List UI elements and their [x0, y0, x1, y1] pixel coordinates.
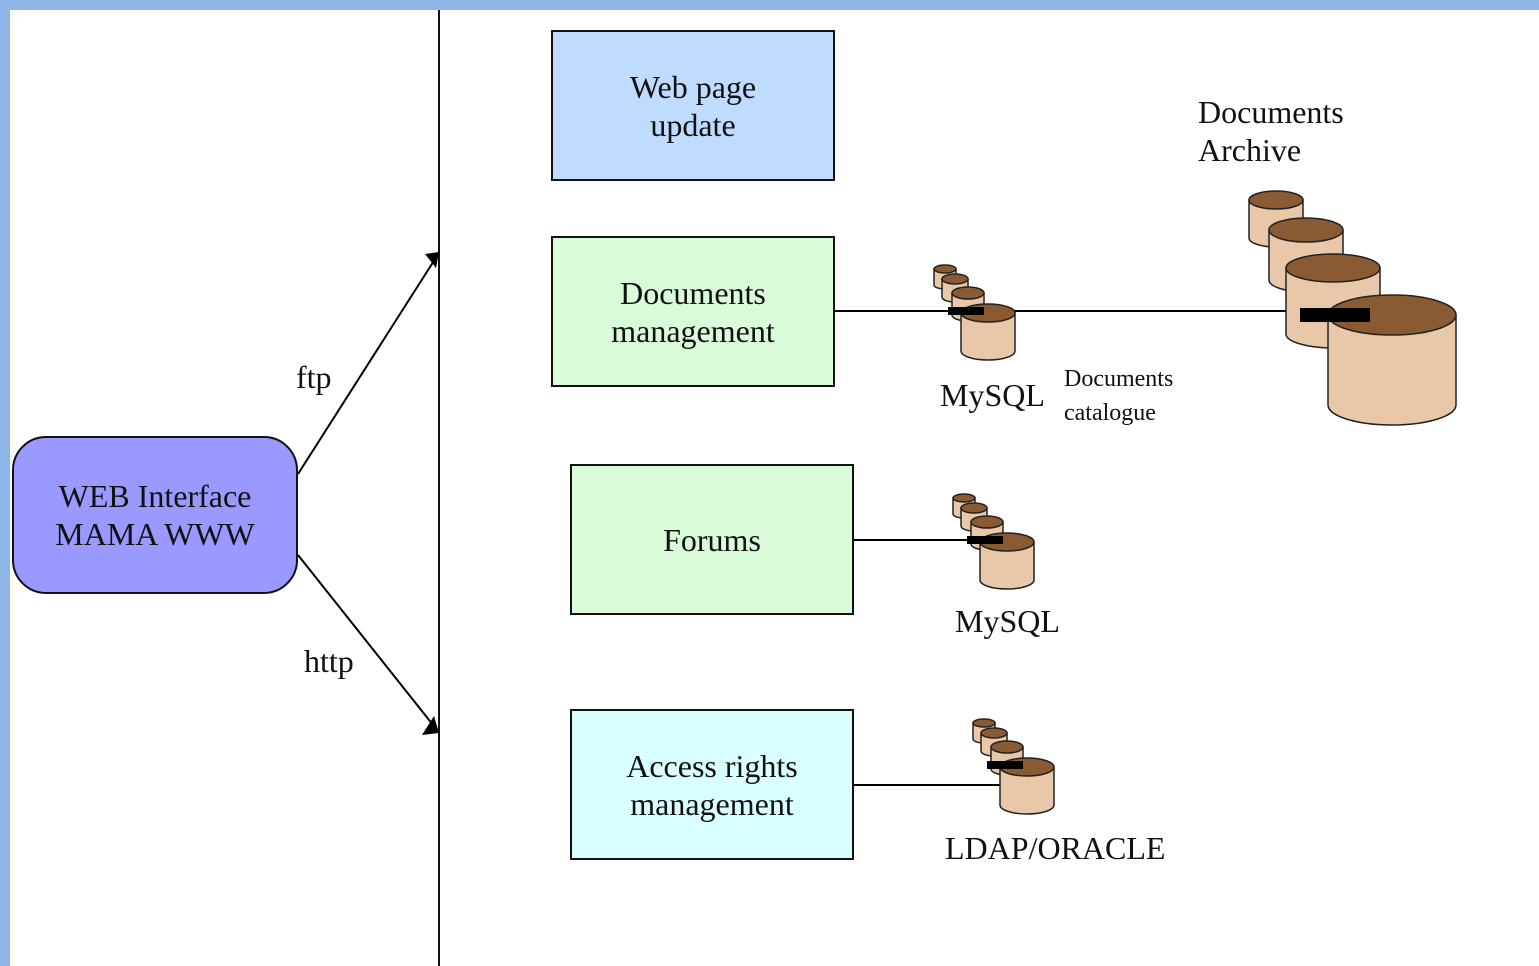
- connector-plug: [1300, 308, 1370, 322]
- web-interface-line2: MAMA WWW: [55, 516, 255, 552]
- database-stack-icon: [972, 718, 1055, 815]
- forums-label: Forums: [663, 521, 761, 558]
- http-arrow: [297, 554, 438, 731]
- cylinder-shape: [999, 757, 1055, 815]
- http-label: http: [304, 643, 354, 679]
- archive-title-line2: Archive: [1198, 132, 1302, 168]
- web-interface-node: WEB Interface MAMA WWW: [12, 436, 298, 594]
- archive-database-icon: [1248, 190, 1457, 426]
- web-page-update-line2: update: [650, 106, 736, 143]
- documents-catalogue-line2: catalogue: [1064, 400, 1156, 426]
- web-page-update-line1: Web page: [629, 68, 757, 105]
- database-stack-icon: [952, 493, 1035, 590]
- access-ldap-label: LDAP/ORACLE: [945, 830, 1166, 866]
- forums-box: Forums: [570, 464, 854, 615]
- documents-management-line2: management: [611, 312, 775, 349]
- ftp-arrow: [297, 255, 438, 475]
- connector-plug: [948, 307, 984, 315]
- documents-catalogue-line1: Documents: [1064, 366, 1174, 392]
- access-rights-box: Access rights management: [570, 709, 854, 860]
- web-page-update-box: Web page update: [551, 30, 835, 181]
- ftp-label: ftp: [296, 359, 332, 395]
- access-rights-line2: management: [630, 785, 794, 822]
- database-stack-icon: [933, 264, 1016, 361]
- archive-title-line1: Documents: [1198, 94, 1344, 130]
- documents-management-line1: Documents: [620, 274, 766, 311]
- connector-plug: [967, 536, 1003, 544]
- forums-mysql-label: MySQL: [955, 603, 1060, 639]
- web-interface-line1: WEB Interface: [58, 478, 252, 514]
- access-rights-line1: Access rights: [626, 747, 798, 784]
- connector-plug: [987, 761, 1023, 769]
- documents-mysql-label: MySQL: [940, 377, 1045, 413]
- documents-management-box: Documents management: [551, 236, 835, 387]
- cylinder-shape: [979, 532, 1035, 590]
